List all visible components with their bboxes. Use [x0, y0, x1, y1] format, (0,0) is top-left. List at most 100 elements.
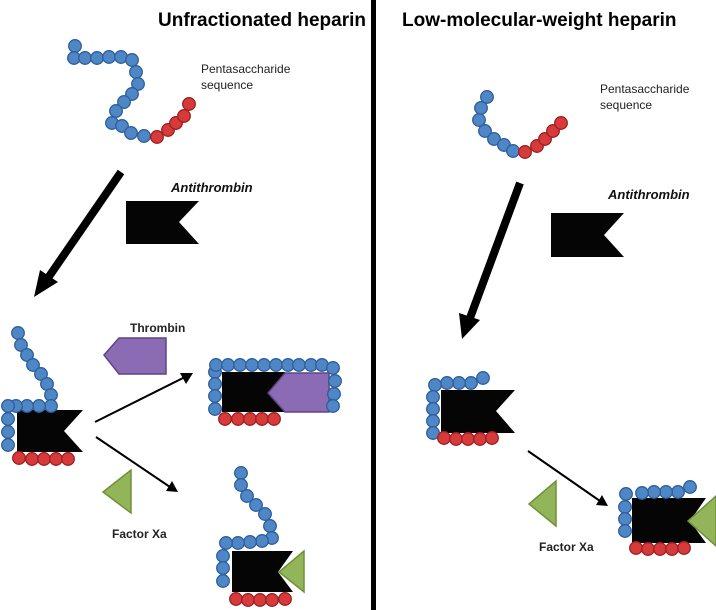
left-top-chain-saccharide: [102, 50, 116, 64]
right-xa-complex-chain-saccharide: [635, 486, 649, 500]
right-xa-complex-chain-pentasaccharide: [641, 542, 655, 556]
left-complex-chain-saccharide: [11, 326, 25, 340]
left-antithrombin-shape: [126, 201, 199, 244]
right-top-chain-saccharide: [487, 132, 501, 146]
right-xa-complex-antithrombin: [632, 498, 706, 543]
right-xa-complex-chain-saccharide: [647, 485, 661, 499]
right-xa-complex-chain-saccharide: [618, 512, 632, 526]
left-complex-chain-saccharide: [32, 399, 46, 413]
left-antithrombin-label: Antithrombin: [170, 180, 253, 195]
thrombin-complex-chain-saccharide: [221, 358, 235, 372]
left-top-chain-saccharide: [109, 104, 123, 118]
thrombin-complex-chain-saccharide: [326, 399, 340, 413]
free-thrombin-shape: [103, 337, 167, 375]
left-complex-chain-saccharide: [26, 358, 40, 372]
left-top-chain-pentasaccharide: [182, 97, 196, 111]
left-xa-complex-chain-saccharide: [234, 478, 248, 492]
left-xa-complex-chain-pentasaccharide: [265, 593, 279, 607]
lmwh-complex-antithrombin: [441, 390, 515, 433]
left-xa-complex-chain-saccharide: [216, 549, 230, 563]
lmwh-complex-chain-saccharide: [440, 376, 454, 390]
left-xa-complex-antithrombin: [232, 551, 293, 592]
lmwh-complex-chain-saccharide: [426, 390, 440, 404]
left-complex-chain-pentasaccharide: [49, 452, 63, 466]
left-complex-chain-saccharide: [1, 425, 15, 439]
thrombin-complex-chain-saccharide: [209, 358, 223, 372]
left-complex-chain-saccharide: [20, 348, 34, 362]
left-xa-complex-chain-saccharide: [231, 536, 245, 550]
left-top-chain-pentasaccharide: [177, 109, 191, 123]
left-complex-chain-saccharide: [14, 338, 28, 352]
panel-divider: [371, 0, 376, 610]
left-pentasaccharide-label: Pentasaccharide: [201, 62, 291, 76]
left-complex-chain-saccharide: [44, 399, 58, 413]
left-top-chain-saccharide: [137, 129, 151, 143]
lmwh-complex-chain-pentasaccharide: [437, 431, 451, 445]
thrombin-complex-chain-pentasaccharide: [231, 412, 245, 426]
left-complex-chain-pentasaccharide: [25, 452, 39, 466]
thrombin-complex-chain-saccharide: [326, 361, 340, 375]
left-xa-complex-chain-saccharide: [219, 536, 233, 550]
thrombin-complex-chain-saccharide: [328, 374, 342, 388]
lmwh-complex-chain-saccharide: [464, 376, 478, 390]
thrombin-reaction-arrow: [94, 373, 193, 423]
left-complex-chain-saccharide: [1, 438, 15, 452]
left-panel-title: Unfractionated heparin: [158, 10, 366, 31]
left-complex-antithrombin: [17, 410, 83, 452]
right-antithrombin-label: Antithrombin: [607, 187, 690, 202]
right-top-chain-saccharide: [480, 90, 494, 104]
right-top-chain-saccharide: [478, 124, 492, 138]
left-complex-chain-saccharide: [34, 367, 48, 381]
right-top-chain-pentasaccharide: [518, 145, 532, 159]
left-top-chain-pentasaccharide: [150, 130, 164, 144]
thrombin-complex-chain-pentasaccharide: [267, 412, 281, 426]
thrombin-complex-chain-saccharide: [245, 358, 259, 372]
left-xa-complex-chain-saccharide: [216, 561, 230, 575]
right-xa-complex-chain-saccharide: [618, 500, 632, 514]
left-factor-xa-shape: [101, 468, 132, 515]
thrombin-complex-chain-pentasaccharide: [218, 412, 232, 426]
thrombin-complex-chain-pentasaccharide: [243, 412, 257, 426]
left-xa-complex-chain-saccharide: [255, 534, 269, 548]
lmwh-complex-chain-saccharide: [452, 376, 466, 390]
thrombin-complex-chain-pentasaccharide: [255, 412, 269, 426]
lmwh-complex-chain-pentasaccharide: [461, 432, 475, 446]
left-xa-complex-chain-pentasaccharide: [253, 593, 267, 607]
lmwh-complex-chain-pentasaccharide: [449, 432, 463, 446]
right-factor-xa-label: Factor Xa: [539, 540, 594, 554]
thrombin-complex-chain-saccharide: [208, 389, 222, 403]
right-pentasaccharide-label: Pentasaccharide: [600, 82, 690, 96]
left-xa-complex-chain-pentasaccharide: [229, 592, 243, 606]
left-xa-complex-chain-pentasaccharide: [241, 593, 255, 607]
left-top-chain-saccharide: [90, 51, 104, 65]
left-xa-complex-chain-saccharide: [234, 466, 248, 480]
right-panel-title: Low-molecular-weight heparin: [402, 10, 676, 31]
left-top-chain-saccharide: [125, 53, 139, 67]
right-top-chain-saccharide: [472, 113, 486, 127]
left-top-chain-saccharide: [131, 77, 145, 91]
thrombin-complex-chain-saccharide: [269, 358, 283, 372]
thrombin-complex-antithrombin: [222, 372, 285, 412]
right-top-chain-pentasaccharide: [554, 116, 568, 130]
left-xa-complex-chain-saccharide: [240, 489, 254, 503]
left-pentasaccharide-label-2: sequence: [201, 78, 253, 92]
left-binding-arrow: [34, 169, 125, 297]
left-complex-chain-saccharide: [1, 399, 15, 413]
thrombin-complex-chain-saccharide: [208, 377, 222, 391]
left-xa-complex-factor-xa: [277, 549, 305, 594]
right-xa-complex-chain-pentasaccharide: [677, 541, 691, 555]
left-top-chain-saccharide: [124, 126, 138, 140]
left-xa-complex-chain-saccharide: [258, 507, 272, 521]
thrombin-complex-chain-saccharide: [257, 358, 271, 372]
right-xa-complex-chain-saccharide: [671, 485, 685, 499]
right-xa-complex-chain-pentasaccharide: [629, 541, 643, 555]
right-factor-xa-shape: [527, 479, 557, 528]
right-xa-complex-chain-pentasaccharide: [665, 542, 679, 556]
left-xa-complex-chain-saccharide: [243, 535, 257, 549]
right-antithrombin-shape: [551, 213, 624, 257]
left-top-chain-saccharide: [78, 51, 92, 65]
right-xa-complex-chain-saccharide: [619, 487, 633, 501]
right-top-chain-saccharide: [474, 101, 488, 115]
thrombin-label: Thrombin: [130, 321, 185, 335]
left-top-chain-saccharide: [129, 65, 143, 79]
